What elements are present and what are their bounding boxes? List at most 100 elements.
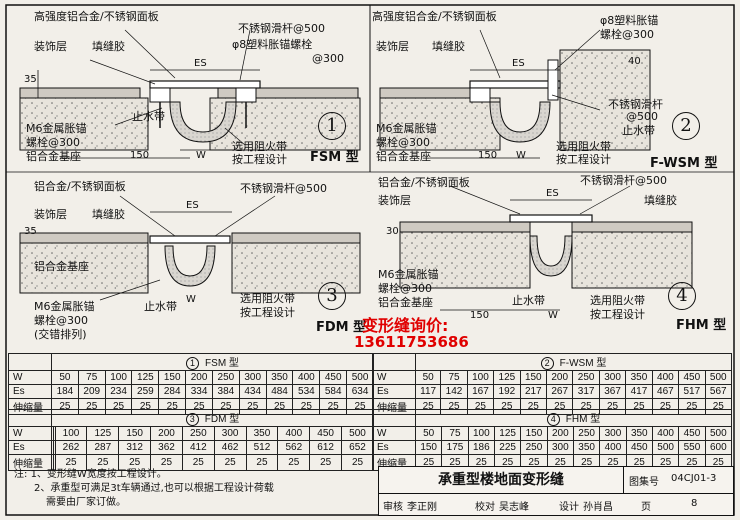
table-number: 2 — [540, 357, 554, 370]
type-label-fsm: FSM 型 — [310, 150, 359, 165]
table-cell: 125 — [493, 426, 522, 441]
label-filler-3: 填缝胶 — [92, 208, 125, 221]
label-al-base-2: 铝合金基座 — [376, 150, 431, 163]
label-fire-belt-2: 选用阻火带 — [556, 140, 611, 153]
label-dim35: 35 — [24, 74, 37, 85]
table-cell: 450 — [678, 426, 706, 441]
atlas-number: 04CJ01-3 — [671, 473, 717, 484]
label-plastic-bolt: φ8塑料胀锚螺栓 — [232, 38, 313, 51]
promo-phone: 13611753686 — [354, 333, 469, 351]
row-header: W — [8, 370, 52, 385]
type-label-fwsm: F-WSM 型 — [650, 156, 718, 171]
label-waterstop-3: 止水带 — [144, 300, 177, 313]
table-cell: 150 — [414, 440, 443, 455]
table-cell: 562 — [277, 440, 311, 455]
table-cell: 400 — [277, 426, 311, 441]
table-cell: 467 — [651, 384, 680, 399]
type-label-fdm: FDM 型 — [316, 320, 367, 335]
table-cell: 500 — [704, 370, 733, 385]
label-dim-w-3: W — [186, 294, 196, 305]
table-cell: 500 — [704, 426, 733, 441]
table-cell: 184 — [51, 384, 79, 399]
table-cell: 150 — [158, 370, 187, 385]
note-2: 2、承重型可满足3t车辆通过,也可以根据工程设计荷载 — [34, 483, 274, 494]
table-cell: 167 — [466, 384, 495, 399]
label-steel-rod: 不锈钢滑杆@500 — [238, 22, 325, 35]
table-cell: 234 — [104, 384, 133, 399]
detail-number-4: 4 — [668, 282, 696, 310]
table-cell: 250 — [572, 426, 601, 441]
table-cell: 250 — [520, 440, 548, 455]
table-cell: 175 — [441, 440, 469, 455]
table-cell: 300 — [546, 440, 574, 455]
table-number: 1 — [186, 357, 200, 370]
label-al-base-3: 铝合金基座 — [34, 260, 89, 273]
row-header: 伸缩量 — [8, 454, 52, 471]
table-cell: 100 — [104, 370, 133, 385]
row-header: Es — [372, 440, 416, 455]
page-label: 页 — [641, 502, 651, 513]
notes-label: 注: — [14, 469, 28, 480]
table-cell: 125 — [493, 370, 521, 385]
label-dim30-4: 30 — [386, 226, 399, 237]
table-cell: 200 — [546, 426, 574, 441]
table-cell: 462 — [213, 440, 247, 455]
label-decor-layer-3: 装饰层 — [34, 208, 67, 221]
atlas-label: 图集号 — [629, 477, 659, 488]
table-cell: 584 — [319, 384, 348, 399]
table-cell: 567 — [704, 384, 733, 399]
type-label-fhm: FHM 型 — [676, 318, 727, 333]
label-fire-belt-4: 选用阻火带 — [590, 294, 645, 307]
table-title-text: F-WSM 型 — [559, 358, 607, 369]
label-al-base: 铝合金基座 — [26, 150, 81, 163]
table-cell: 400 — [599, 440, 627, 455]
label-decor-layer: 装饰层 — [34, 40, 67, 53]
label-bolt-spacing-4: 螺栓@300 — [378, 282, 432, 295]
row-header: Es — [8, 440, 52, 455]
table-cell: 125 — [86, 426, 120, 441]
table-cell: 412 — [181, 440, 215, 455]
label-decor-layer-4: 装饰层 — [378, 194, 411, 207]
table-cell: 262 — [54, 440, 88, 455]
table-cell: 350 — [265, 370, 294, 385]
detail-number-1: 1 — [318, 112, 346, 140]
label-waterstop-4: 止水带 — [512, 294, 545, 307]
label-dim-w-2: W — [516, 150, 526, 161]
label-high-strength-plate-2: 高强度铝合金/不锈钢面板 — [372, 10, 497, 23]
label-decor-layer-2: 装饰层 — [376, 40, 409, 53]
table-cell: 25 — [309, 454, 343, 471]
label-steel-rod-2: 不锈钢滑杆 — [608, 98, 663, 111]
table-cell: 350 — [572, 440, 601, 455]
table-cell: 150 — [520, 426, 548, 441]
table-cell: 125 — [131, 370, 160, 385]
table-title-text: FSM 型 — [205, 358, 239, 369]
table-corner — [8, 409, 52, 427]
table-corner — [372, 353, 416, 371]
table-cell: 600 — [704, 440, 733, 455]
table-cell: 512 — [245, 440, 279, 455]
table-cell: 317 — [572, 384, 600, 399]
title-block: 承重型楼地面变形缝 图集号 04CJ01-3 审核 李正刚 校对 吴志峰 设计 … — [378, 466, 734, 516]
table-cell: 400 — [651, 426, 680, 441]
label-bolt-spacing-top-2: 螺栓@300 — [600, 28, 654, 41]
table-cell: 350 — [625, 426, 653, 441]
check-label: 校对 — [475, 502, 495, 513]
table-cell: 634 — [346, 384, 374, 399]
page-number: 8 — [691, 498, 698, 509]
designer-name: 孙肖昌 — [583, 502, 613, 513]
detail-number-3: 3 — [318, 282, 346, 310]
reviewer-name: 李正刚 — [407, 502, 437, 513]
table-cell: 400 — [651, 370, 680, 385]
label-bolt-spacing-2: 螺栓@300 — [376, 136, 430, 149]
fhm-section — [399, 185, 693, 311]
